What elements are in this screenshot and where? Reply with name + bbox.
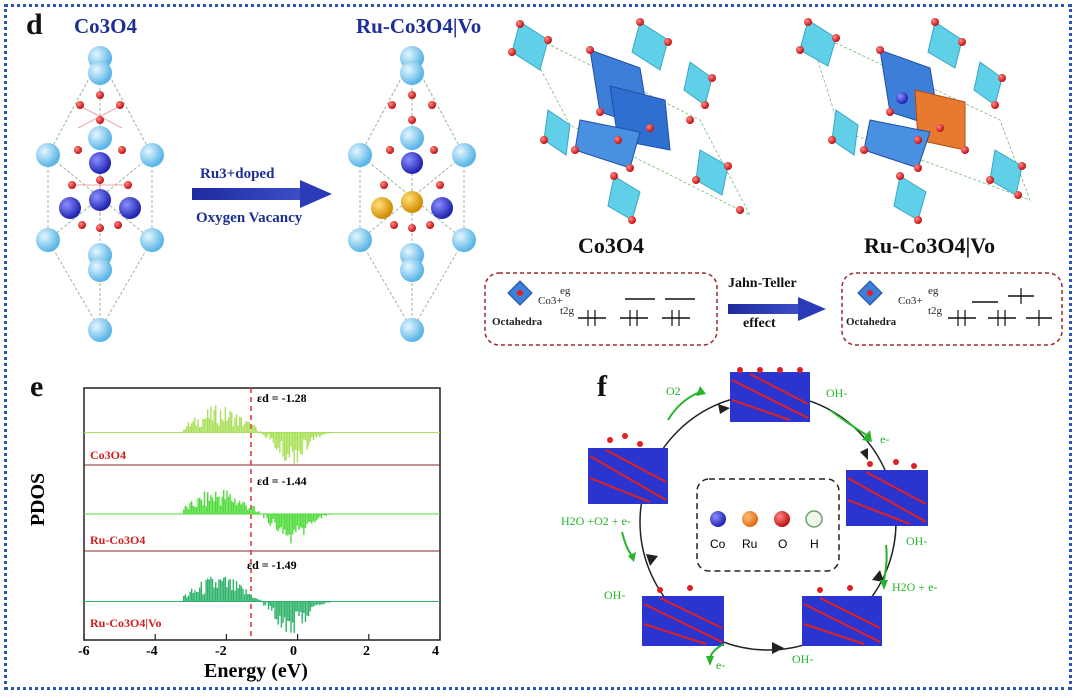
- ru-co3o4-vo-polyhedral-structure: [796, 18, 1031, 224]
- jahn-teller-bottom: effect: [743, 316, 776, 331]
- panel-e-letter: e: [30, 370, 44, 403]
- oh-bottom-label: OH-: [792, 652, 814, 666]
- struct-left-label: Co3O4: [578, 233, 644, 258]
- tick-label-5: 4: [432, 644, 439, 659]
- right-eg-label: eg: [928, 285, 939, 297]
- left-octa-label: Octahedra: [492, 316, 543, 328]
- right-octa-label: Octahedra: [846, 316, 897, 328]
- e-top-label: e-: [880, 432, 890, 446]
- legend-co-icon: [710, 511, 726, 527]
- h2o-right-label: H2O + e-: [892, 580, 938, 594]
- o2-label: O2: [666, 384, 681, 398]
- tick-label-0: -6: [78, 644, 90, 659]
- jahn-teller-top: Jahn-Teller: [728, 276, 797, 291]
- left-t2g-label: t2g: [560, 305, 575, 317]
- element-legend: [696, 478, 840, 572]
- slab-top: [730, 367, 810, 422]
- co3o4-polyhedral-structure: [508, 18, 751, 224]
- oh-right-label: OH-: [906, 534, 928, 548]
- figure-frame: [4, 4, 1072, 690]
- oh-top-label: OH-: [826, 386, 848, 400]
- left-eg-label: eg: [560, 285, 571, 297]
- struct-right-label: Ru-Co3O4|Vo: [864, 233, 996, 258]
- tick-label-1: -4: [146, 644, 158, 659]
- right-t2g-label: t2g: [928, 305, 943, 317]
- legend-co-label: Co: [710, 537, 726, 551]
- ru-co3o4-vo-orbital-box: [841, 272, 1063, 346]
- legend-ru-label: Ru: [742, 537, 758, 551]
- slab-right: [846, 459, 928, 526]
- panel-d-letter: d: [26, 8, 43, 41]
- co3o4-unit-cell: [36, 46, 164, 342]
- energy-xlabel: Energy (eV): [204, 660, 308, 682]
- arrow-bottom-label: Oxygen Vacancy: [196, 210, 303, 226]
- panel-f-letter: f: [597, 370, 607, 403]
- trace3-ed: εd = -1.49: [247, 558, 297, 572]
- trace2-ed: εd = -1.44: [257, 474, 307, 488]
- trace3-name: Ru-Co3O4|Vo: [90, 616, 162, 630]
- tick-label-3: 0: [290, 644, 297, 659]
- panel-d-left-title: Co3O4: [74, 14, 137, 38]
- doping-arrow: [192, 180, 332, 208]
- legend-ru-icon: [742, 511, 758, 527]
- arrow-top-label: Ru3+doped: [200, 166, 275, 182]
- panel-d-right-title: Ru-Co3O4|Vo: [356, 14, 482, 38]
- e-bottom-label: e-: [716, 658, 726, 672]
- legend-o-icon: [774, 511, 790, 527]
- jahn-teller-arrow: [728, 297, 826, 321]
- trace2-name: Ru-Co3O4: [90, 533, 146, 547]
- oh-left-label: OH-: [604, 588, 626, 602]
- tick-label-2: -2: [215, 644, 227, 659]
- trace1-name: Co3O4: [90, 448, 126, 462]
- slab-bottom-left: [642, 585, 724, 646]
- co3o4-orbital-box: [484, 272, 718, 346]
- left-ion-label: Co3+: [538, 295, 563, 307]
- trace1-ed: εd = -1.28: [257, 391, 307, 405]
- ru-co3o4-vo-unit-cell: [348, 46, 476, 342]
- legend-h-label: H: [810, 537, 819, 551]
- tick-label-4: 2: [363, 644, 370, 659]
- right-ion-label: Co3+: [898, 295, 923, 307]
- legend-h-icon: [805, 510, 823, 528]
- legend-o-label: O: [778, 537, 788, 551]
- slab-bottom-right: [802, 585, 882, 646]
- h2o-left-label: H2O +O2 + e-: [561, 514, 631, 528]
- slab-left: [588, 433, 668, 504]
